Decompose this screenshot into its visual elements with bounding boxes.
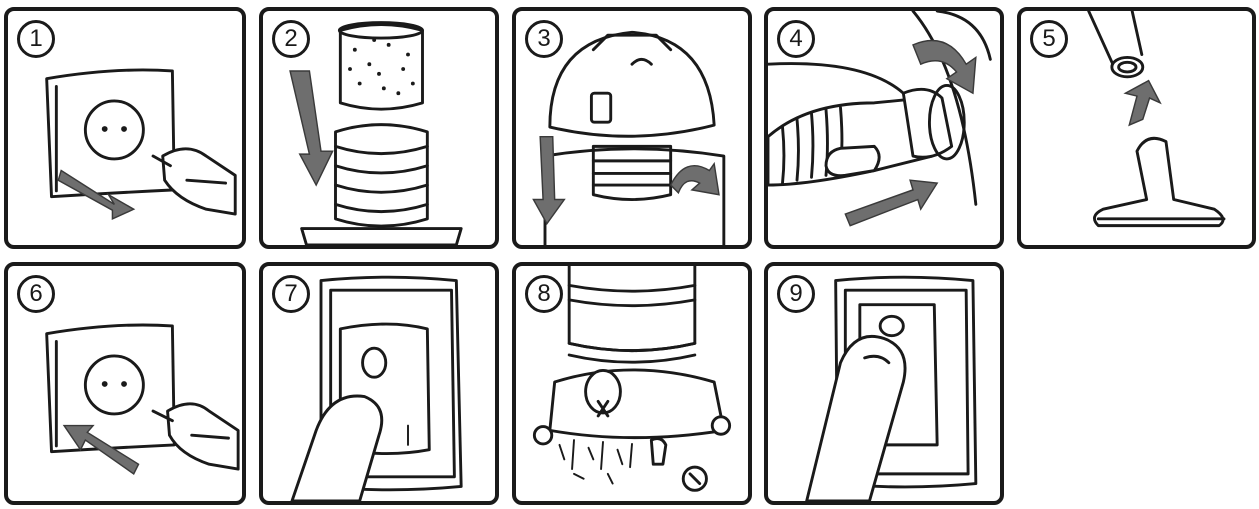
connect-hose-icon	[768, 11, 992, 227]
step-7-panel: 7	[259, 262, 499, 505]
switch-off-icon	[805, 275, 978, 501]
step-2-panel: 2	[259, 7, 499, 249]
step-number-badge: 6	[17, 275, 55, 313]
step-8-panel: 8	[512, 262, 752, 505]
step-number-badge: 5	[1030, 20, 1068, 58]
insert-foam-filter-icon	[289, 21, 463, 245]
vacuum-debris-icon	[532, 266, 732, 492]
step-number-badge: 2	[272, 20, 310, 58]
step-4-panel: 4	[764, 7, 1004, 249]
step-number-badge: 3	[525, 20, 563, 58]
unplug-from-socket-icon	[45, 68, 237, 221]
step-6-panel: 6	[4, 262, 246, 505]
step-number-badge: 4	[777, 20, 815, 58]
step-1-panel: 1	[4, 7, 246, 249]
press-power-switch-icon	[290, 275, 463, 501]
step-9-panel: 9	[764, 262, 1004, 505]
step-5-panel: 5	[1017, 7, 1256, 249]
step-number-badge: 7	[272, 275, 310, 313]
attach-nozzle-icon	[1087, 11, 1226, 228]
step-3-panel: 3	[512, 7, 752, 249]
step-number-badge: 9	[777, 275, 815, 313]
plug-into-socket-icon	[45, 323, 240, 475]
step-number-badge: 1	[17, 20, 55, 58]
step-number-badge: 8	[525, 275, 563, 313]
attach-motor-head-icon	[532, 30, 726, 245]
